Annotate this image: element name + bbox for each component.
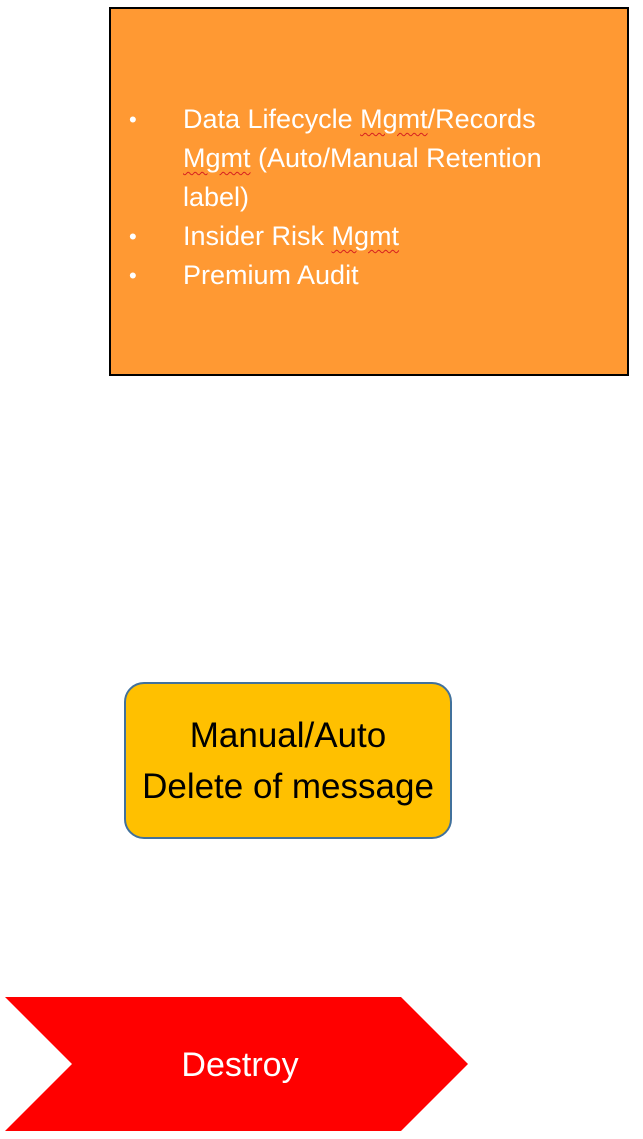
bullet-icon: •: [129, 224, 137, 249]
features-box: • Data Lifecycle Mgmt/Records Mgmt (Auto/…: [109, 7, 629, 376]
spellcheck-word: Mgmt: [183, 143, 251, 173]
bullet-icon: •: [129, 107, 137, 132]
list-item: • Data Lifecycle Mgmt/Records Mgmt (Auto/…: [129, 100, 609, 217]
item-text: Premium Audit: [183, 260, 359, 290]
destroy-label: Destroy: [181, 1046, 298, 1084]
list-item: • Insider Risk Mgmt: [129, 217, 609, 256]
item-text: Data Lifecycle: [183, 104, 361, 134]
bullet-icon: •: [129, 263, 137, 288]
list-item: • Premium Audit: [129, 256, 609, 295]
destroy-chevron-shape: [5, 997, 468, 1131]
destroy-arrow: Destroy: [5, 997, 468, 1131]
spellcheck-word: Mgmt: [331, 221, 400, 251]
spellcheck-word: Mgmt: [360, 104, 428, 134]
item-text: (Auto/Manual Retention label): [183, 143, 542, 212]
delete-message-box: Manual/Auto Delete of message: [124, 682, 452, 839]
item-text: /Records: [427, 104, 536, 134]
features-list: • Data Lifecycle Mgmt/Records Mgmt (Auto/…: [129, 100, 609, 295]
item-text: Insider Risk: [183, 221, 332, 251]
delete-message-label: Manual/Auto Delete of message: [142, 715, 434, 806]
